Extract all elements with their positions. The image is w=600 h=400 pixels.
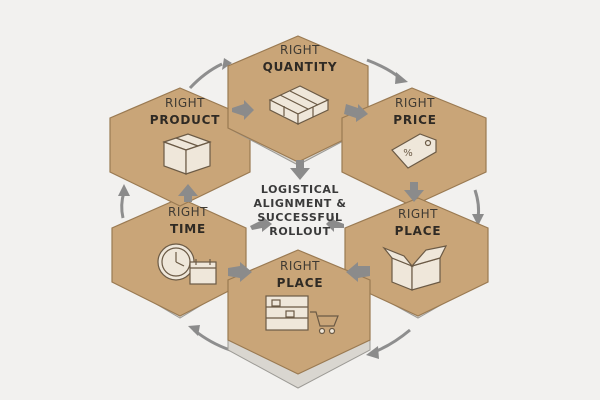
arrow-quantity-to-price: [344, 104, 368, 122]
shelves-cart-icon: [265, 295, 339, 335]
outer-arrow-bottom-left-head: [188, 325, 200, 336]
arrow-time-to-center: [250, 216, 272, 232]
hex-place-bottom-line1: RIGHT: [280, 259, 320, 273]
hex-place-bottom-line2: PLACE: [277, 276, 324, 290]
center-line4: ROLLOUT: [269, 225, 330, 238]
pallet-icon: [268, 85, 330, 125]
hex-quantity-line2: QUANTITY: [263, 60, 338, 74]
hex-quantity-line1: RIGHT: [280, 43, 320, 57]
hex-time-line1: RIGHT: [168, 205, 208, 219]
arrow-price-to-place: [404, 182, 424, 202]
center-line1: LOGISTICAL: [261, 183, 339, 196]
outer-arrow-right-head: [472, 214, 484, 226]
hex-time-line2: TIME: [170, 222, 206, 236]
outer-arrow-top-left: [188, 62, 223, 90]
center-line3: SUCCESSFUL: [257, 211, 342, 224]
clock-calendar-icon: [157, 243, 217, 285]
outer-arrow-bottom-left: [193, 328, 231, 352]
hex-price-line2: PRICE: [393, 113, 437, 127]
svg-text:%: %: [403, 148, 413, 159]
outer-arrow-left-head: [118, 184, 130, 196]
open-box-icon: [382, 245, 448, 291]
outer-cycle-arrows: [118, 58, 484, 359]
arrow-place-to-center: [326, 216, 344, 232]
arrow-place-to-place: [346, 262, 370, 282]
arrow-product-to-quantity: [232, 100, 254, 120]
hex-product-line1: RIGHT: [165, 96, 205, 110]
center-label: LOGISTICAL ALIGNMENT & SUCCESSFUL ROLLOU…: [253, 183, 346, 238]
inner-flow-arrows: [178, 100, 424, 282]
arrow-quantity-to-center: [290, 160, 310, 180]
hex-right-quantity: RIGHT QUANTITY: [227, 35, 369, 166]
outer-arrow-bottom-right-head: [366, 346, 379, 359]
center-line2: ALIGNMENT &: [253, 197, 346, 210]
hex-place-right-line1: RIGHT: [398, 207, 438, 221]
outer-arrow-right: [473, 189, 481, 219]
hex-right-place-bottom: RIGHT PLACE: [227, 249, 371, 389]
outer-arrow-top-right: [366, 58, 401, 80]
hex-place-right-line2: PLACE: [395, 224, 442, 238]
outer-arrow-top-right-head: [395, 72, 408, 84]
arrow-time-to-place: [228, 262, 252, 282]
hex-price-line1: RIGHT: [395, 96, 435, 110]
hex-product-line2: PRODUCT: [150, 113, 221, 127]
hex-right-place-right: RIGHT PLACE: [344, 197, 489, 319]
hex-right-time: RIGHT TIME: [111, 197, 247, 319]
outer-arrow-bottom-right: [373, 328, 411, 354]
hex-right-product: RIGHT PRODUCT: [109, 87, 251, 207]
outer-arrow-top-left-head: [222, 58, 232, 70]
price-tag-icon: %: [391, 133, 437, 169]
arrow-time-to-product: [178, 184, 198, 202]
box-icon: [162, 133, 212, 175]
